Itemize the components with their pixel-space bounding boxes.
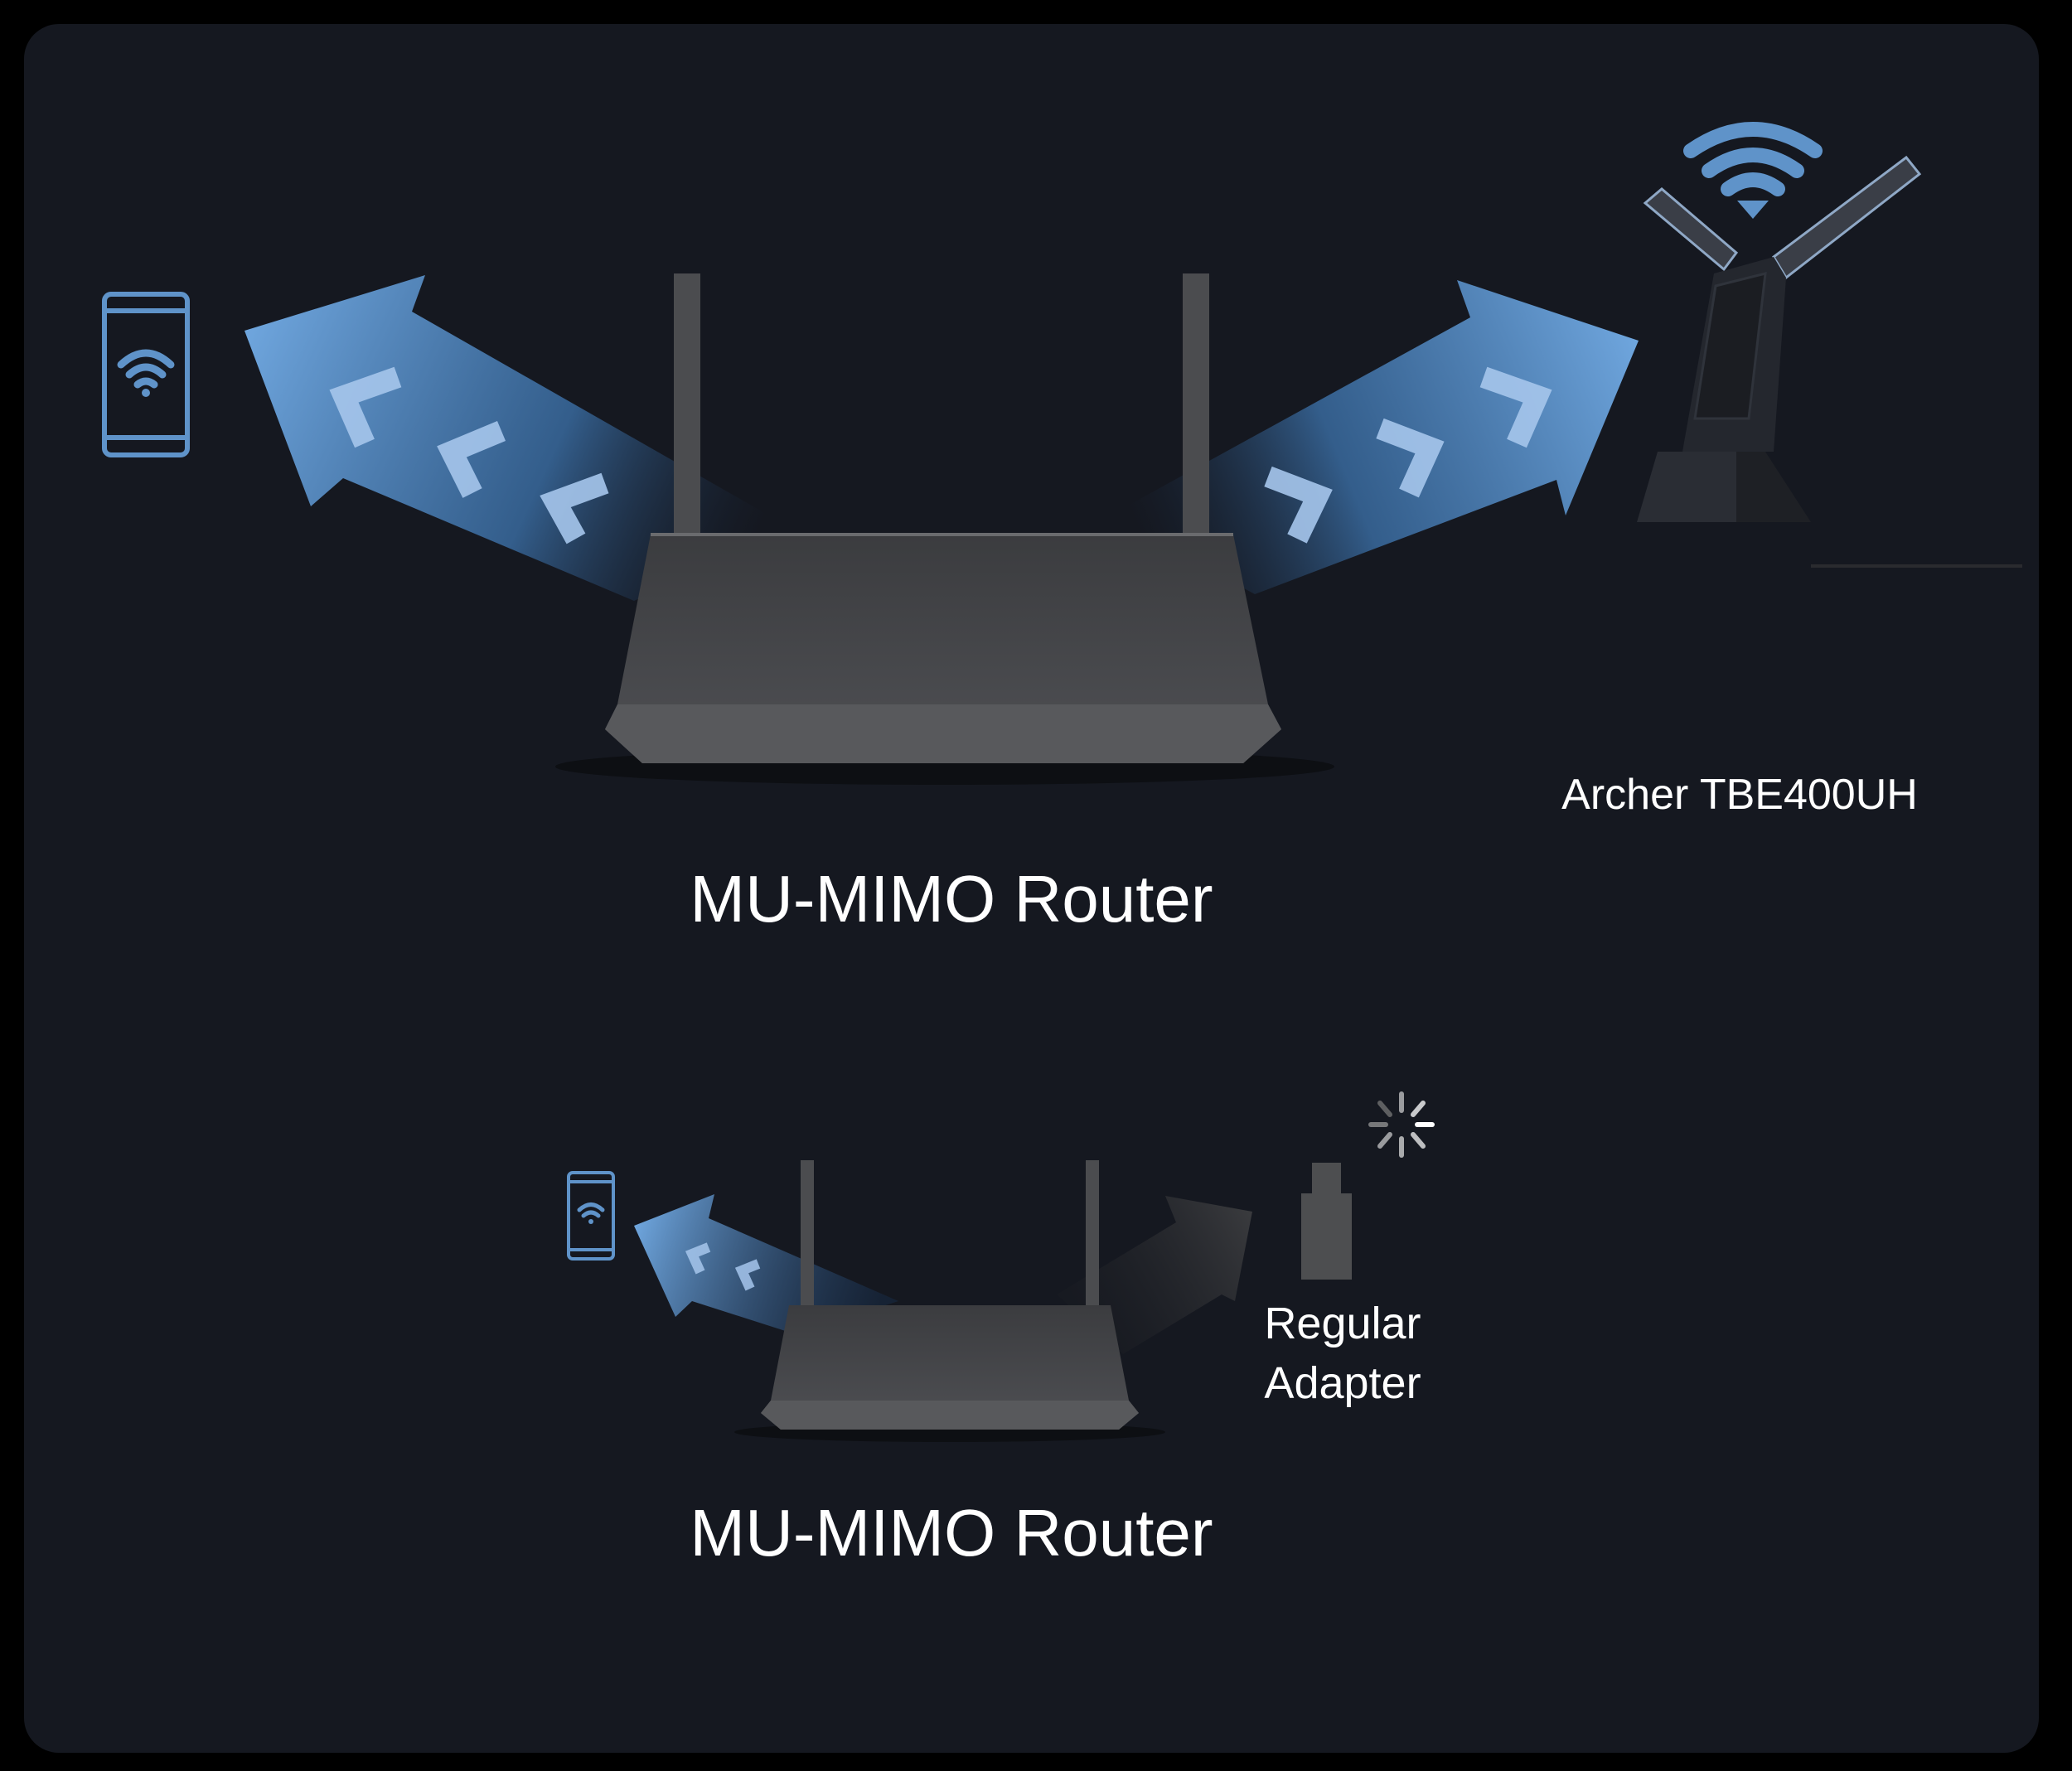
top-adapter-label: Archer TBE400UH bbox=[1561, 771, 1918, 819]
top-scene: Archer TBE400UH MU-MIMO Router bbox=[102, 122, 2022, 936]
router-bottom bbox=[734, 1160, 1165, 1442]
antenna bbox=[674, 273, 700, 539]
regular-adapter-label-line2: Adapter bbox=[1264, 1358, 1421, 1408]
phone-icon bbox=[102, 292, 190, 457]
antenna bbox=[1643, 187, 1739, 272]
antenna bbox=[1772, 155, 1922, 280]
antenna bbox=[801, 1160, 814, 1309]
wifi-icon bbox=[1683, 122, 1823, 196]
bottom-scene: Regular Adapter MU-MIMO Router bbox=[567, 1091, 1435, 1570]
regular-adapter-label-line1: Regular bbox=[1264, 1299, 1421, 1348]
archer-adapter bbox=[1637, 122, 2022, 568]
antenna bbox=[1183, 273, 1209, 539]
left-signal-arrow-small bbox=[634, 1194, 898, 1334]
router-top bbox=[555, 273, 1334, 785]
loading-spinner-icon bbox=[1368, 1091, 1435, 1158]
wifi-icon bbox=[577, 1202, 605, 1218]
left-signal-arrow bbox=[244, 275, 792, 601]
top-router-label: MU-MIMO Router bbox=[690, 862, 1213, 936]
phone-icon bbox=[567, 1171, 615, 1261]
regular-adapter-icon bbox=[1301, 1163, 1352, 1280]
wifi-icon bbox=[117, 349, 175, 389]
bottom-router-label: MU-MIMO Router bbox=[690, 1496, 1213, 1570]
chevron-left-icon bbox=[329, 366, 609, 544]
chevron-left-icon bbox=[685, 1242, 761, 1291]
right-signal-arrow bbox=[1110, 280, 1639, 594]
antenna bbox=[1086, 1160, 1099, 1309]
chevron-right-icon bbox=[1264, 366, 1552, 544]
